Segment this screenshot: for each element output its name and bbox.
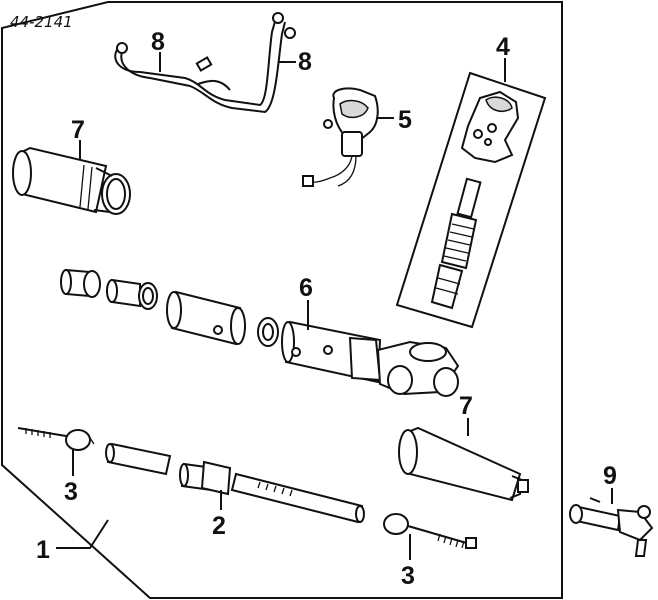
callout-7-lower: 7 bbox=[459, 392, 473, 420]
pinion-housing-inset bbox=[395, 71, 547, 329]
line-fitting-left bbox=[116, 42, 128, 54]
diagram-code-label: 44-2141 bbox=[10, 13, 73, 31]
callout-7-upper: 7 bbox=[71, 116, 85, 144]
callout-3-left: 3 bbox=[64, 478, 78, 506]
rack-housing-components bbox=[60, 268, 460, 397]
inner-tie-rod-right bbox=[383, 513, 477, 549]
callout-1: 1 bbox=[36, 536, 50, 564]
leader-lines bbox=[56, 52, 613, 560]
line-fitting-top bbox=[272, 12, 284, 24]
callout-2: 2 bbox=[212, 512, 226, 540]
inner-tie-rod-left bbox=[17, 427, 95, 451]
assembly-outline bbox=[0, 1, 563, 599]
tie-rod-end bbox=[569, 497, 654, 557]
control-valve-assembly bbox=[302, 87, 379, 187]
callout-5: 5 bbox=[398, 106, 412, 134]
callout-4: 4 bbox=[496, 33, 510, 61]
rack-boot-lower bbox=[398, 426, 529, 502]
rack-boot-upper bbox=[12, 146, 131, 215]
callout-6: 6 bbox=[299, 274, 313, 302]
callout-8-left: 8 bbox=[151, 28, 165, 56]
pressure-lines bbox=[114, 12, 296, 114]
callout-9: 9 bbox=[603, 462, 617, 490]
callout-3-right: 3 bbox=[401, 562, 415, 590]
callout-labels: 8 8 7 5 4 6 7 3 2 3 9 1 bbox=[36, 28, 617, 590]
line-fitting-mid bbox=[195, 56, 213, 72]
callout-8-right: 8 bbox=[298, 48, 312, 76]
valve-connector bbox=[302, 175, 314, 187]
line-fitting-right bbox=[284, 27, 296, 39]
rack-assembly bbox=[105, 442, 365, 524]
